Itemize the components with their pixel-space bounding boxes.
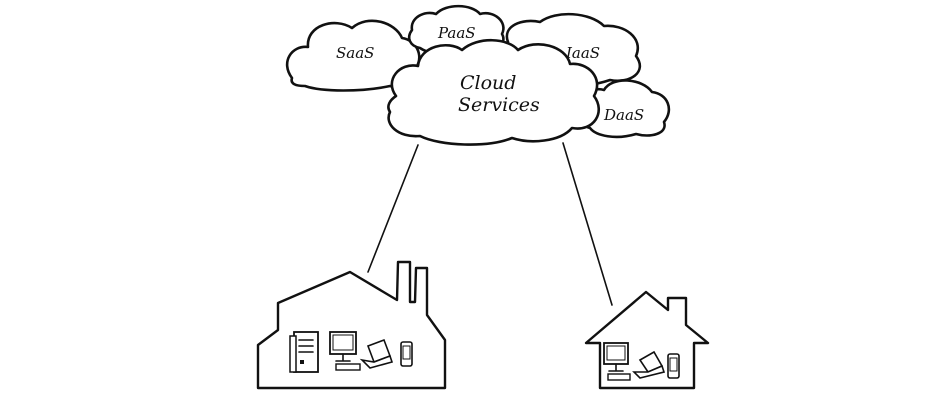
cloud-iaas-label: IaaS [565,44,600,62]
monitor-keyboard-icon [329,331,361,371]
cloud-paas-label: PaaS [437,24,476,42]
phone-icon [667,353,680,379]
connector-line-house [562,142,613,306]
cloud-saas: SaaS [285,19,421,92]
factory-building [256,260,447,390]
cloud-saas-label: SaaS [336,44,374,62]
server-tower-icon [289,331,319,373]
house-building [584,290,710,390]
house-outline [584,290,710,390]
cloud-services-label-line1: Cloud [460,72,516,94]
factory-outline [256,260,447,390]
laptop-icon [359,338,394,369]
laptop-icon [632,350,666,379]
monitor-keyboard-icon [603,342,631,381]
cloud-services-main: Cloud Services [387,38,600,146]
cloud-services-label-line2: Services [458,94,540,116]
phone-icon [400,341,413,367]
connector-line-factory [367,144,419,273]
cloud-daas-label: DaaS [603,106,644,124]
cloud-daas: DaaS [582,79,671,139]
